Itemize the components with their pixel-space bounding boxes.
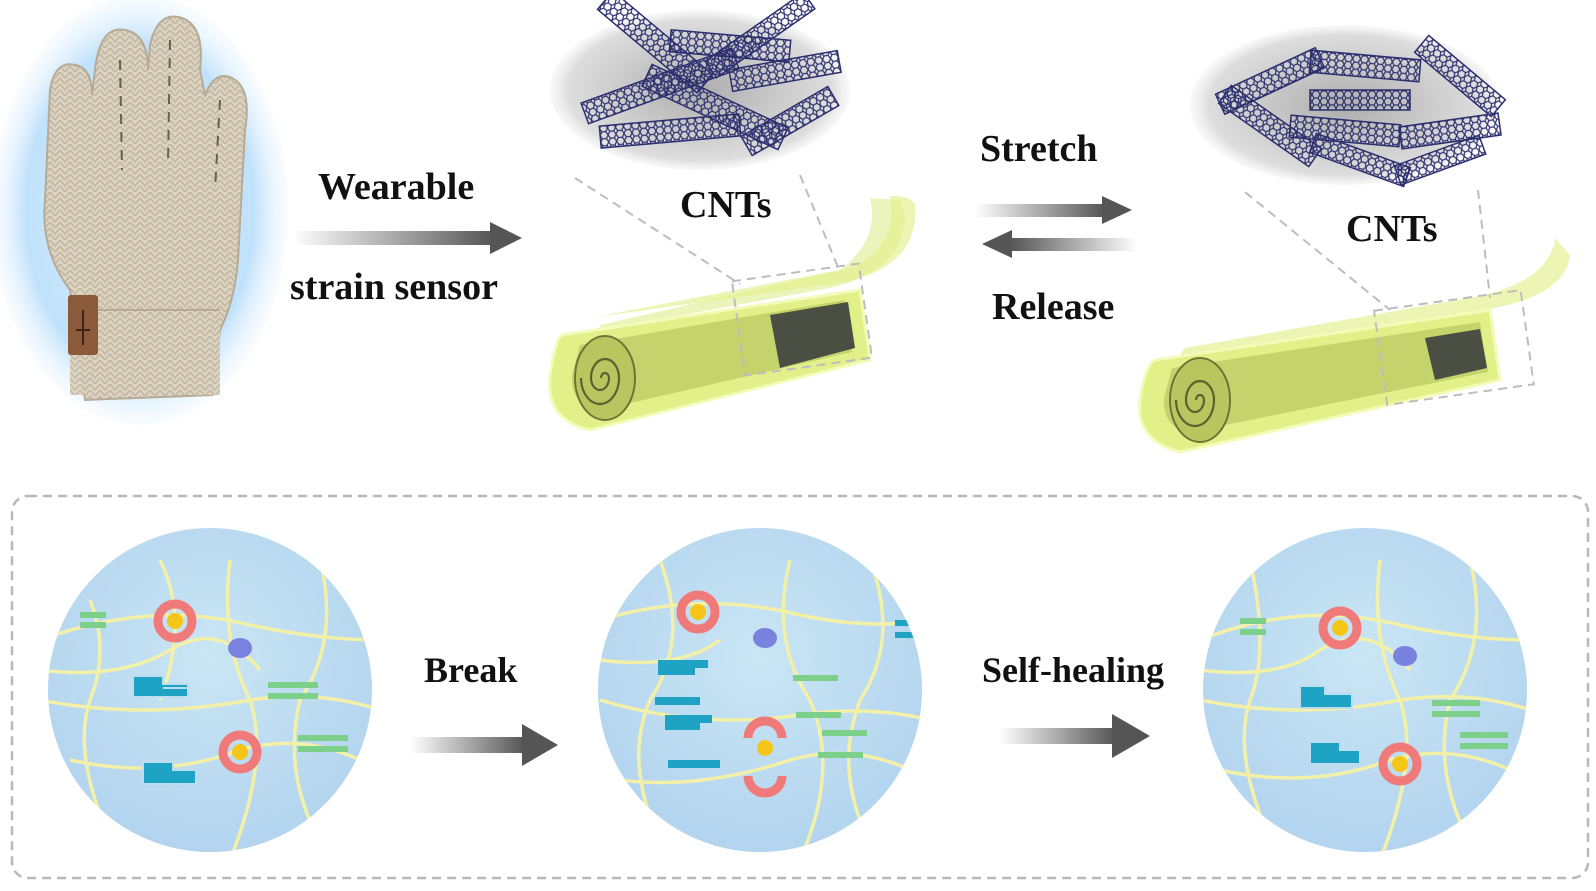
zoom-line (1244, 191, 1391, 311)
guest-dot (167, 613, 183, 629)
glove-image (0, 0, 288, 425)
ionic-bond (1525, 652, 1527, 660)
hydrogen-bond (793, 675, 838, 681)
ionic-bond (132, 675, 189, 698)
ionic-bond (142, 761, 197, 785)
nanotube (1398, 112, 1502, 150)
hydrogen-bond (80, 622, 106, 628)
fiber-left (548, 195, 916, 432)
hydrogen-bond (796, 712, 841, 718)
nanotube (1217, 84, 1323, 168)
hydrogen-bond (298, 735, 348, 741)
cnt-cluster-left (550, 0, 850, 170)
nanotube (1309, 89, 1411, 111)
ionic-bond (895, 632, 922, 638)
nanotube (740, 85, 840, 157)
ionic-bond (1309, 741, 1361, 765)
break-arrow-shaft (410, 737, 525, 753)
guest-dot (690, 604, 706, 620)
nanotube (1393, 134, 1487, 186)
hydrogen-bond (80, 612, 106, 618)
wearable-arrow-shaft (293, 231, 493, 245)
release-arrowhead (982, 230, 1012, 258)
guest-dot (1332, 620, 1348, 636)
hydrogen-bond (822, 730, 867, 736)
ionic-bond-broken (668, 760, 720, 768)
fiber-right-core (1425, 329, 1487, 380)
fiber-right (1138, 238, 1570, 454)
hydrogen-bond (268, 682, 318, 688)
ionic-bond (895, 620, 922, 626)
ionic-bond-broken (658, 660, 708, 675)
break-arrowhead (522, 724, 558, 766)
break-label: Break (424, 650, 518, 690)
guest-dot (1392, 756, 1408, 772)
purple-dot (908, 760, 922, 780)
nanotube (1308, 49, 1422, 83)
purple-dot (228, 638, 252, 658)
fiber-right-roll-icon (1169, 357, 1231, 443)
hydrogen-bond (1460, 732, 1508, 738)
self-healing-panel (10, 494, 1590, 880)
cnts-left-label: CNTs (680, 184, 772, 226)
nanotube (598, 113, 742, 149)
network-circle-intact (48, 528, 372, 852)
selfheal-arrowhead (1112, 714, 1150, 758)
self-healing-label: Self-healing (982, 650, 1165, 690)
host-guest-ring (676, 590, 720, 634)
host-guest-ring (218, 730, 262, 774)
knitted-glove-icon (43, 15, 248, 402)
stretch-label: Stretch (980, 128, 1098, 170)
stretch-arrowhead (1102, 196, 1132, 224)
hydrogen-bond (1240, 629, 1266, 635)
strain-sensor-label: strain sensor (290, 266, 498, 308)
cnt-cluster-right (1190, 25, 1507, 188)
hydrogen-bond (1240, 618, 1266, 624)
zoom-line (1477, 189, 1491, 299)
stretch-arrow-shaft (975, 204, 1105, 217)
network-circle-healed (1203, 528, 1527, 852)
host-ring-open (743, 716, 787, 739)
hydrogen-bond (818, 752, 863, 758)
zoom-line (799, 174, 841, 273)
ionic-bond (1525, 640, 1527, 648)
host-guest-ring (1318, 606, 1362, 650)
release-arrow-shaft (1010, 238, 1137, 251)
ionic-bond-broken (655, 697, 700, 705)
fiber-left-core (770, 302, 855, 368)
fiber-left-zoom-box (730, 262, 874, 377)
hydrogen-bond (298, 746, 348, 752)
release-label: Release (992, 286, 1115, 328)
ionic-bond (1299, 685, 1353, 709)
purple-dot (1508, 772, 1527, 792)
purple-dot (753, 628, 777, 648)
fiber-left-roll-icon (574, 335, 636, 421)
hydrogen-bond (1432, 700, 1480, 706)
selfheal-arrow-shaft (1000, 728, 1115, 744)
host-guest-ring (153, 599, 197, 643)
wearable-arrowhead (490, 222, 522, 254)
host-ring-open (743, 775, 787, 798)
host-guest-ring (1378, 742, 1422, 786)
wearable-label: Wearable (318, 166, 475, 208)
nanotube (704, 0, 816, 79)
fiber-right-zoom-box (1372, 289, 1535, 406)
guest-dot (757, 740, 773, 756)
ionic-bond-broken (665, 715, 712, 730)
hydrogen-bond (1432, 711, 1480, 717)
cnts-right-label: CNTs (1346, 208, 1438, 250)
purple-dot (1393, 646, 1417, 666)
network-circle-broken (598, 528, 922, 852)
nanotube (728, 49, 842, 93)
guest-dot (232, 744, 248, 760)
hydrogen-bond (1460, 743, 1508, 749)
hydrogen-bond (268, 693, 318, 699)
nanotube (1413, 34, 1507, 118)
zoom-line (574, 177, 741, 285)
